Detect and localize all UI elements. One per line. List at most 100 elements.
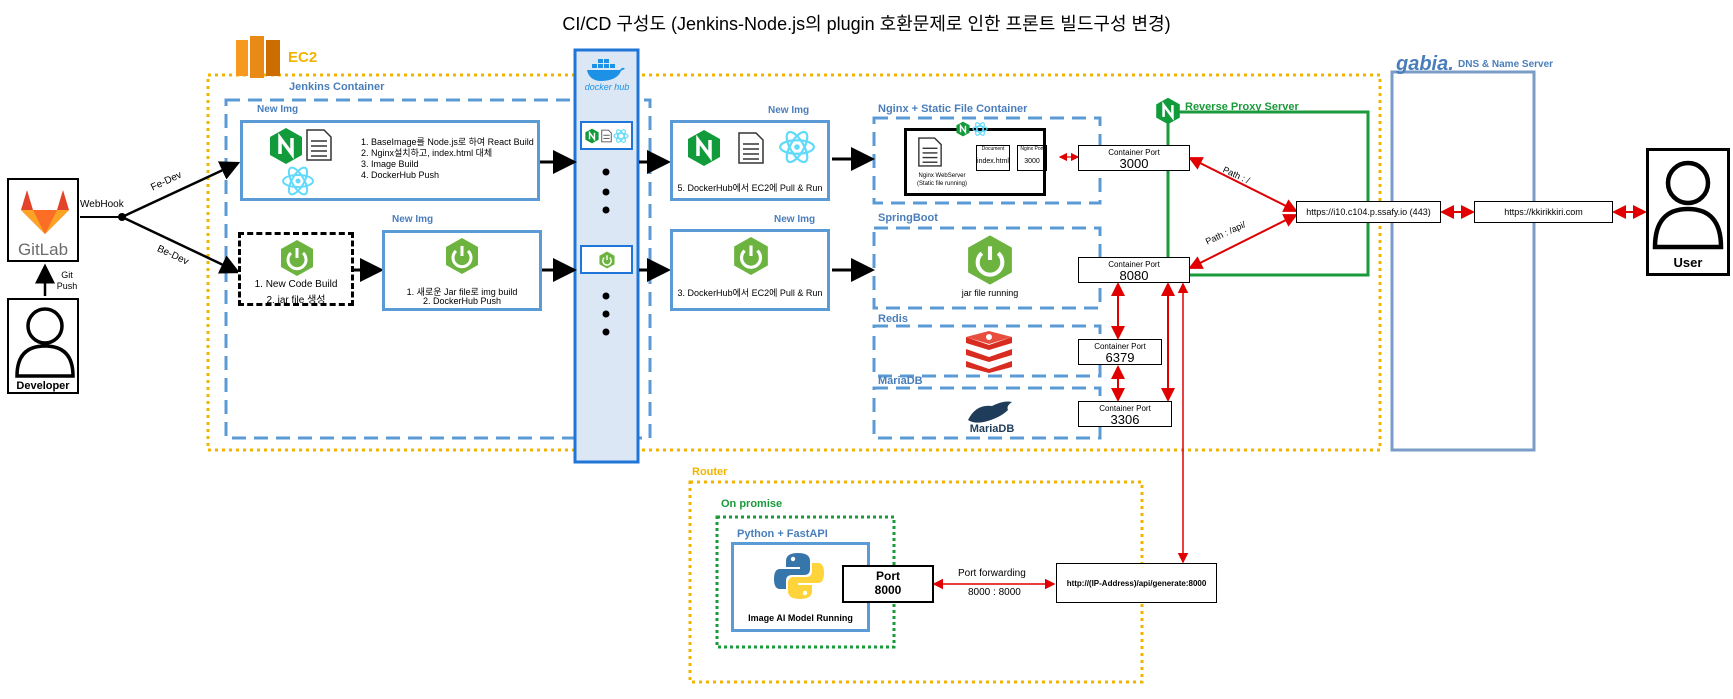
reverse-proxy-box <box>1166 110 1370 277</box>
port-title: Port <box>876 569 900 583</box>
springboot-icon <box>599 251 615 269</box>
fe-build-box: 1. BaseImage를 Node.js로 하여 React Build 2.… <box>240 120 540 201</box>
dockerhub-be-image <box>580 245 633 274</box>
nginx-port-box: Nginx Port 3000 <box>1017 145 1047 171</box>
be-run-new-img-label: New Img <box>774 214 816 225</box>
nginx-webserver-line-1: Nginx WebServer <box>918 173 966 179</box>
nginx-icon <box>585 128 599 144</box>
nginx-webserver-box: Nginx WebServer (Static file running) Do… <box>904 128 1047 196</box>
springboot-label: SpringBoot <box>878 212 938 224</box>
developer-icon <box>15 307 75 378</box>
container-port-label: Container Port <box>1108 260 1160 269</box>
developer-label: Developer <box>16 380 70 392</box>
ai-running-label: Image AI Model Running <box>748 613 853 623</box>
fastapi-url-box: http://(IP-Address)/api/generate:8000 <box>1056 563 1217 603</box>
nginx-port-value: 3000 <box>1024 158 1040 165</box>
nginx-icon <box>688 130 720 166</box>
container-port-3306: Container Port 3306 <box>1078 401 1172 427</box>
react-icon <box>282 166 314 196</box>
docker-whale-icon <box>587 59 625 81</box>
redis-icon <box>966 331 1012 373</box>
react-icon <box>613 129 629 143</box>
container-port-value: 6379 <box>1105 350 1135 365</box>
document-box: Document index.html <box>976 145 1010 171</box>
port-8000-box: Port 8000 <box>842 565 934 603</box>
container-port-label: Container Port <box>1099 404 1151 413</box>
port-forwarding-label: Port forwarding <box>958 568 1026 579</box>
fe-step-2: 2. Nginx설치하고, index.html 대체 <box>361 148 493 158</box>
gabia-dns-label: DNS & Name Server <box>1458 59 1554 70</box>
container-port-label: Container Port <box>1108 148 1160 157</box>
mariadb-seal-icon <box>968 401 1012 423</box>
gabia-logo: gabia. <box>1396 53 1454 75</box>
jenkins-label: Jenkins Container <box>289 81 385 93</box>
container-port-value: 3000 <box>1119 156 1149 171</box>
onpremise-label: On promise <box>721 498 783 510</box>
mariadb-label: MariaDB <box>878 375 923 387</box>
nginx-icon <box>1156 97 1180 125</box>
mariadb-logo-text: MariaDB <box>969 423 1015 435</box>
gitlab-icon <box>21 190 69 234</box>
document-icon <box>738 132 764 164</box>
fe-step-4: 4. DockerHub Push <box>361 170 440 180</box>
doc-label: Document <box>981 146 1005 152</box>
springboot-icon <box>446 238 478 274</box>
be-run-box: 3. DockerHub에서 EC2에 Pull & Run <box>670 229 830 311</box>
container-port-8080: Container Port 8080 <box>1078 257 1190 283</box>
container-port-value: 8080 <box>1119 268 1149 283</box>
be-push-box: 1. 새로운 Jar file로 img build 2. DockerHub … <box>382 230 542 311</box>
router-box <box>688 480 1144 684</box>
reverse-proxy-label: Reverse Proxy Server <box>1185 101 1299 113</box>
fe-run-box: 5. DockerHub에서 EC2에 Pull & Run <box>670 120 830 201</box>
jar-running-label: jar file running <box>961 288 1019 298</box>
doc-file: index.html <box>977 158 1009 165</box>
page-title: CI/CD 구성도 (Jenkins-Node.js의 plugin 호환문제로… <box>562 14 1171 34</box>
react-small-icon <box>972 122 988 136</box>
document-icon <box>306 129 332 161</box>
nginx-webserver-line-2: (Static file running) <box>916 181 968 187</box>
container-port-label: Container Port <box>1094 342 1146 351</box>
ec2-label: EC2 <box>288 49 318 66</box>
user-icon <box>1652 160 1724 250</box>
gabia-box <box>1390 70 1536 452</box>
fe-steps: 1. BaseImage를 Node.js로 하여 React Build 2.… <box>361 137 534 181</box>
redis-label: Redis <box>878 313 908 325</box>
fe-step-3: 3. Image Build <box>361 159 419 169</box>
fastapi-url: http://(IP-Address)/api/generate:8000 <box>1066 578 1207 588</box>
port-value: 8000 <box>874 583 902 597</box>
port-forward-map: 8000 : 8000 <box>968 587 1021 598</box>
container-port-3000: Container Port 3000 <box>1078 145 1190 171</box>
be-build-box: 1. New Code Build 2. jar file 생성 <box>238 232 354 306</box>
gitlab-label: GitLab <box>17 240 69 259</box>
user-label: User <box>1673 255 1703 270</box>
be-run-text: 3. DockerHub에서 EC2에 Pull & Run <box>677 288 823 298</box>
kkiri-url: https://kkirikkiri.com <box>1504 207 1583 217</box>
webhook-label: WebHook <box>80 199 124 210</box>
be-push-line-2: 2. DockerHub Push <box>422 296 502 306</box>
springboot-icon <box>281 240 313 276</box>
document-icon <box>601 129 612 143</box>
python-fastapi-label: Python + FastAPI <box>737 528 828 540</box>
react-icon <box>779 130 815 164</box>
nginx-icon <box>270 128 302 164</box>
be-build-line-2: 2. jar file 생성 <box>266 295 326 306</box>
nginx-port-label: Nginx Port <box>1020 146 1044 152</box>
be-build-line-1: 1. New Code Build <box>254 279 338 290</box>
git-push-label: Git Push <box>56 270 78 291</box>
fe-run-text: 5. DockerHub에서 EC2에 Pull & Run <box>677 183 823 193</box>
developer-box: Developer <box>7 298 79 394</box>
nginx-container-label: Nginx + Static File Container <box>878 103 1028 115</box>
kkiri-url-box: https://kkirikkiri.com <box>1474 201 1613 223</box>
be-new-img-label: New Img <box>392 214 434 225</box>
ec2-icon <box>236 36 280 78</box>
gitlab-box: GitLab <box>7 178 79 262</box>
ssafy-url-box: https://i10.c104.p.ssafy.io (443) <box>1296 201 1441 223</box>
springboot-icon <box>968 235 1012 285</box>
container-port-value: 3306 <box>1110 412 1140 427</box>
dockerhub-fe-image <box>580 121 633 150</box>
user-box: User <box>1646 148 1730 276</box>
python-icon <box>774 553 824 599</box>
router-label: Router <box>692 466 728 478</box>
container-port-6379: Container Port 6379 <box>1078 339 1162 365</box>
ssafy-url: https://i10.c104.p.ssafy.io (443) <box>1306 207 1431 217</box>
